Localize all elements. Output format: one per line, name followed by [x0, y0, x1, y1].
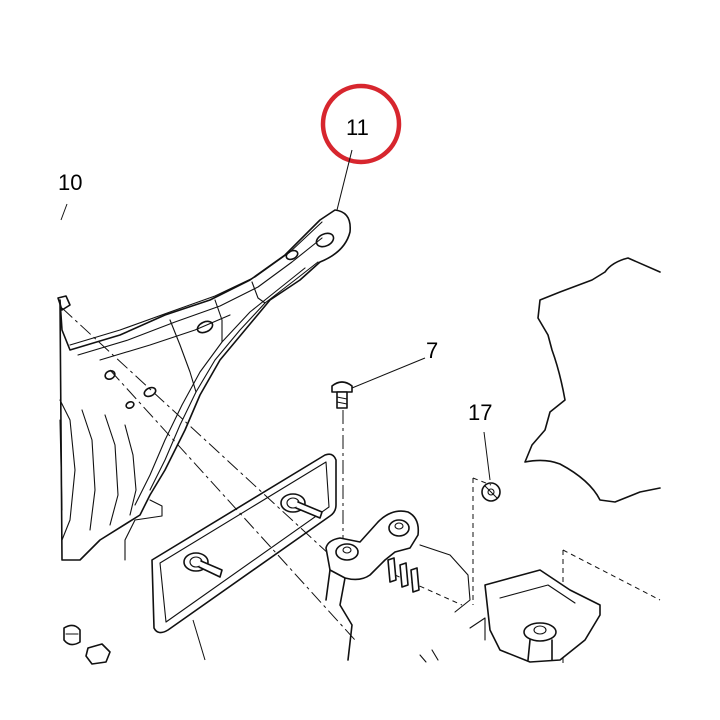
part-11-bracket — [57, 209, 352, 561]
centerline-7 — [562, 549, 661, 601]
callout-10-leader — [60, 203, 68, 221]
fasteners-bottom-left — [63, 624, 111, 665]
callout-10-label: 10 — [58, 170, 82, 195]
callout-11-label: 11 — [346, 115, 369, 140]
callout-11-highlight — [320, 83, 402, 165]
right-cover-panel — [524, 257, 661, 503]
part-17-clip — [481, 482, 501, 502]
part-7-screw — [331, 381, 353, 409]
callout-17-label: 17 — [468, 400, 492, 425]
gasket-plate — [151, 453, 337, 661]
callout-7-label: 7 — [426, 338, 438, 363]
lower-right-housing — [419, 569, 601, 663]
centerline-5 — [472, 477, 492, 486]
callout-17-leader — [483, 431, 491, 481]
centerline-1 — [61, 307, 331, 556]
callout-11-leader — [336, 149, 353, 211]
centerline-2 — [109, 369, 356, 641]
callout-7-leader — [351, 357, 426, 389]
mount-bracket — [325, 510, 471, 661]
